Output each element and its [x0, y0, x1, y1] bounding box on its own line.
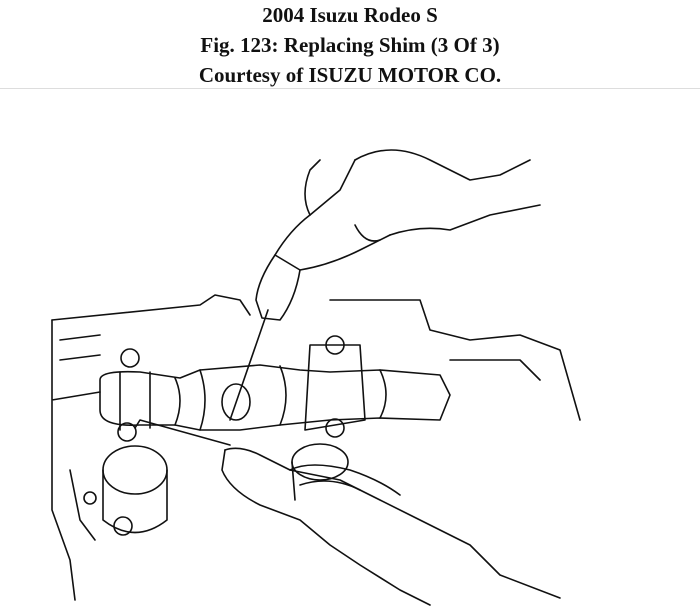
- camshaft-cap-bolts: [113, 335, 366, 536]
- camshaft: [99, 364, 451, 431]
- screwdriver-and-hand: [229, 149, 541, 421]
- cylinder-head-outline: [51, 294, 581, 601]
- figure-credit: Courtesy of ISUZU MOTOR CO.: [198, 63, 502, 87]
- document-title: 2004 Isuzu Rodeo S: [262, 3, 438, 27]
- figure-caption: Fig. 123: Replacing Shim (3 Of 3): [200, 33, 500, 57]
- lower-hand: [134, 419, 561, 606]
- divider: [0, 88, 700, 89]
- valve-tappets: [83, 443, 349, 534]
